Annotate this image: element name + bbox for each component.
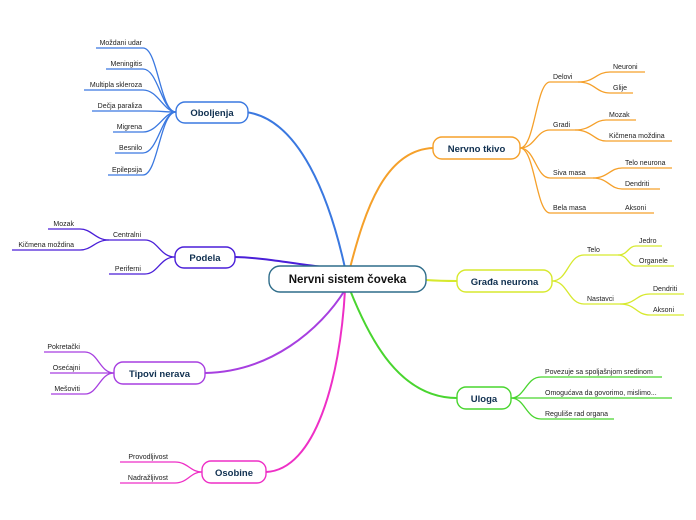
leaf-osecajni[interactable]: Osećajni [53, 365, 81, 372]
leaf-nastavci-aksoni[interactable]: Aksoni [653, 307, 674, 314]
branch-oboljenja[interactable]: Oboljenja [175, 101, 249, 124]
branch-gradja-neurona[interactable]: Građa neurona [456, 269, 553, 293]
branch-nervno-label: Nervno tkivo [448, 144, 506, 155]
leaf-telo-neurona[interactable]: Telo neurona [625, 160, 666, 167]
connector-oboljenja [244, 111, 346, 269]
connector-tipovi [204, 289, 346, 374]
gradja-connectors [551, 245, 684, 316]
leaf-organele[interactable]: Organele [639, 258, 668, 265]
connector-gradja [425, 279, 458, 282]
leaf-meningitis[interactable]: Meningitis [110, 61, 142, 68]
leaf-regulise[interactable]: Reguliše rad organa [545, 411, 608, 418]
leaf-migrena[interactable]: Migrena [117, 124, 142, 131]
branch-uloga-label: Uloga [471, 394, 498, 405]
leaf-periferni[interactable]: Periferni [115, 266, 142, 273]
leaf-siva-masa[interactable]: Siva masa [553, 170, 586, 177]
leaf-siva-dendriti[interactable]: Dendriti [625, 181, 650, 188]
branch-oboljenja-label: Oboljenja [190, 108, 234, 119]
leaf-gradi[interactable]: Gradi [553, 122, 571, 129]
leaf-podela-kicmena-mozdina[interactable]: Kičmena moždina [18, 242, 74, 249]
branch-podela-label: Podela [189, 253, 221, 264]
leaf-centralni[interactable]: Centralni [113, 232, 141, 239]
leaf-nastavci[interactable]: Nastavci [587, 296, 614, 303]
leaf-mozdani-udar[interactable]: Moždani udar [100, 40, 143, 47]
leaf-delovi[interactable]: Delovi [553, 74, 573, 81]
leaf-podela-mozak[interactable]: Mozak [53, 221, 74, 228]
leaf-neuroni[interactable]: Neuroni [613, 64, 638, 71]
connector-uloga [349, 289, 458, 399]
leaf-multipla-skleroza[interactable]: Multipla skleroza [90, 82, 142, 89]
branch-podela[interactable]: Podela [174, 246, 236, 269]
branch-osobine-label: Osobine [215, 468, 253, 479]
leaf-gradi-mozak[interactable]: Mozak [609, 112, 630, 119]
branch-tipovi-label: Tipovi nerava [129, 369, 191, 380]
podela-connectors [12, 228, 176, 275]
leaf-besnilo[interactable]: Besnilo [119, 145, 142, 152]
leaf-decja-paraliza[interactable]: Dečja paraliza [98, 103, 142, 110]
branch-gradja-label: Građa neurona [471, 277, 539, 288]
leaf-gradi-kicmena-mozdina[interactable]: Kičmena moždina [609, 133, 665, 140]
connector-nervno [349, 147, 434, 269]
leaf-povezuje[interactable]: Povezuje sa spoljašnjom sredinom [545, 369, 653, 376]
leaf-bela-aksoni[interactable]: Aksoni [625, 205, 646, 212]
branch-nervno-tkivo[interactable]: Nervno tkivo [432, 136, 521, 160]
connector-osobine [265, 289, 346, 473]
center-topic-label: Nervni sistem čoveka [289, 274, 407, 286]
branch-uloga[interactable]: Uloga [456, 386, 512, 410]
leaf-jedro[interactable]: Jedro [639, 238, 657, 245]
leaf-omogucava[interactable]: Omogućava da govorimo, mislimo... [545, 390, 657, 397]
leaf-nastavci-dendriti[interactable]: Dendriti [653, 286, 678, 293]
leaf-telo[interactable]: Telo [587, 247, 600, 254]
oboljenja-connectors [84, 47, 177, 176]
uloga-connectors [510, 376, 672, 420]
tipovi-connectors [44, 351, 115, 395]
leaf-epilepsija[interactable]: Epilepsija [112, 167, 142, 174]
leaf-bela-masa[interactable]: Bela masa [553, 205, 586, 212]
branch-tipovi-nerava[interactable]: Tipovi nerava [113, 361, 206, 385]
leaf-mesoviti[interactable]: Mešoviti [54, 386, 80, 393]
leaf-pokretacki[interactable]: Pokretački [47, 344, 80, 351]
leaf-provodljivost[interactable]: Provodljivost [128, 454, 168, 461]
branch-osobine[interactable]: Osobine [201, 460, 267, 484]
leaf-glije[interactable]: Glije [613, 85, 627, 92]
leaf-nadrazljivost[interactable]: Nadražljivost [128, 475, 168, 482]
osobine-connectors [120, 461, 203, 484]
center-topic[interactable]: Nervni sistem čoveka [268, 265, 427, 293]
nervno-connectors [519, 71, 672, 214]
